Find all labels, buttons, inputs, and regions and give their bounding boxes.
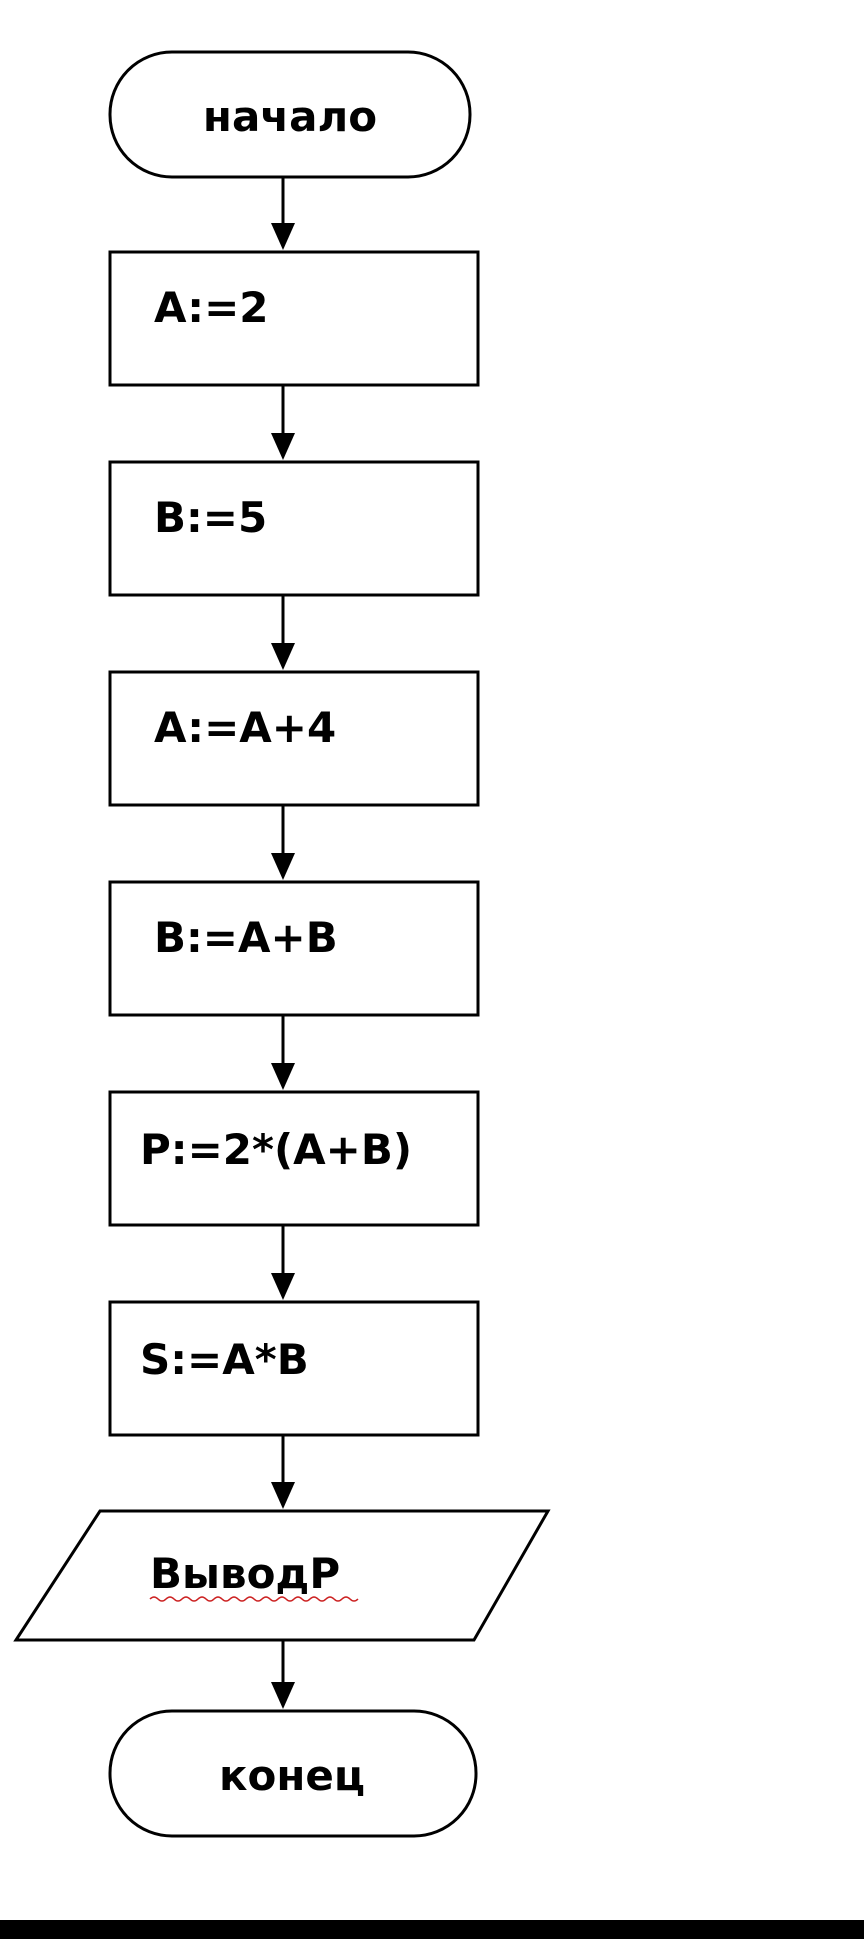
process-label-step2: B:=5 — [154, 493, 267, 542]
spellcheck-underline — [149, 1596, 359, 1602]
process-label-step3: A:=A+4 — [154, 703, 336, 752]
process-box-step2 — [108, 460, 480, 597]
process-label-step1: A:=2 — [154, 283, 269, 332]
start-terminator — [108, 50, 472, 179]
end-label: конец — [219, 1751, 365, 1800]
arrowhead-step2-step3 — [271, 643, 295, 670]
arrowhead-start-step1 — [271, 223, 295, 250]
arrowhead-step3-step4 — [271, 853, 295, 880]
arrowhead-step5-step6 — [271, 1273, 295, 1300]
process-box-step1 — [108, 250, 480, 387]
process-label-step6: S:=A*B — [140, 1335, 309, 1384]
start-label: начало — [203, 92, 377, 141]
process-box-step5 — [108, 1090, 480, 1227]
process-label-step4: B:=A+B — [154, 913, 338, 962]
process-box-step6 — [108, 1300, 480, 1437]
arrowhead-output-end — [271, 1682, 295, 1709]
process-box-step3 — [108, 670, 480, 807]
arrowhead-step4-step5 — [271, 1063, 295, 1090]
output-label: ВыводP — [150, 1549, 340, 1598]
arrowhead-step6-output — [271, 1482, 295, 1509]
process-box-step4 — [108, 880, 480, 1017]
arrowhead-step1-step2 — [271, 433, 295, 460]
output-parallelogram — [13, 1509, 551, 1642]
end-terminator — [108, 1709, 478, 1838]
process-label-step5: P:=2*(A+B) — [140, 1125, 412, 1174]
bottom-border-bar — [0, 1920, 864, 1939]
